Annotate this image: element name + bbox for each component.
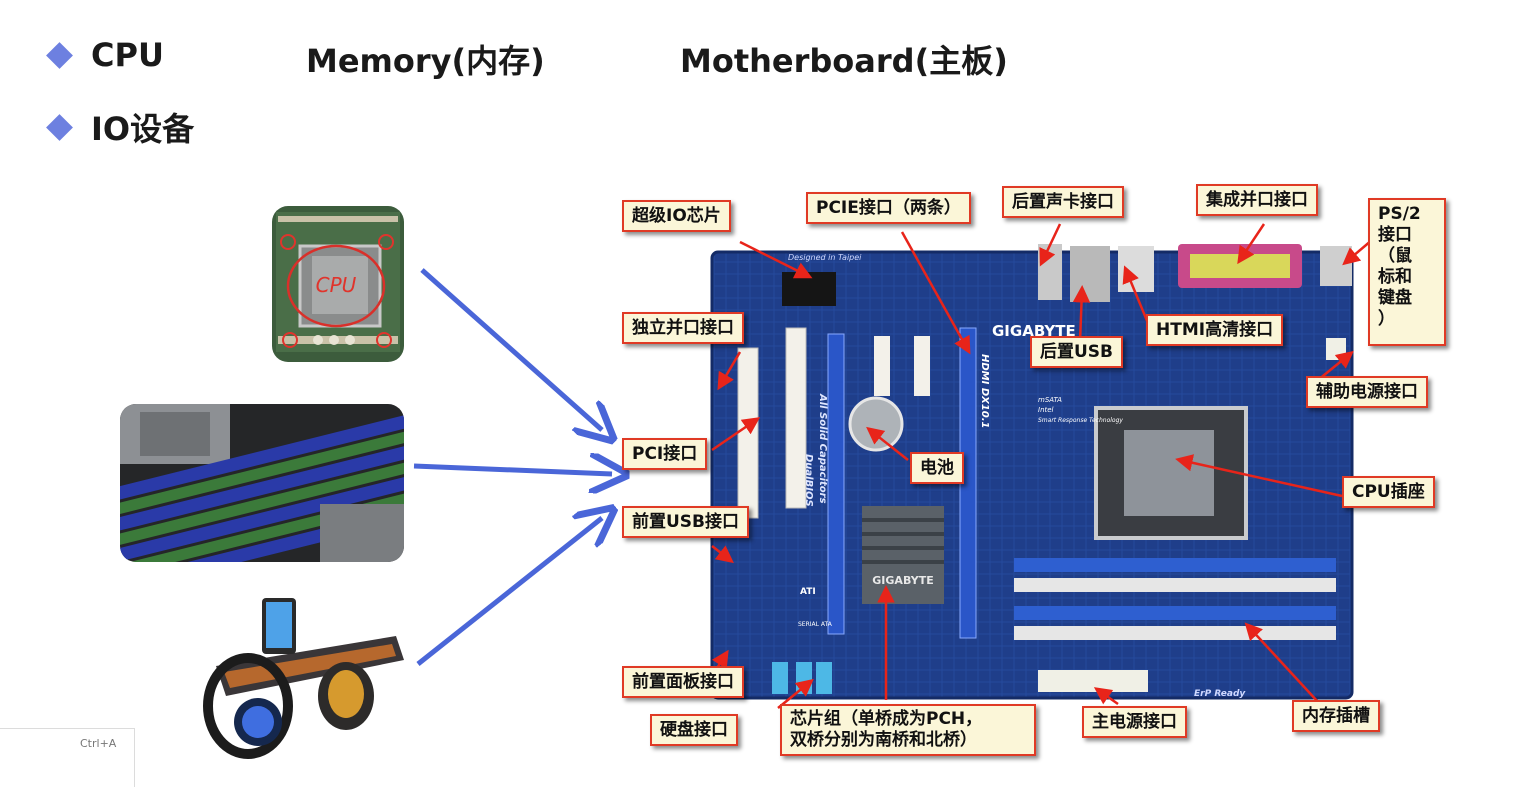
callout-rear-audio: 后置声卡接口 <box>1002 186 1124 218</box>
heading-motherboard: Motherboard(主板) <box>680 42 1008 80</box>
bullet-row-1: CPU <box>46 36 164 74</box>
heading-cpu: CPU <box>91 36 164 74</box>
board-solid-caps-text: All Solid Capacitors <box>817 393 828 504</box>
callout-standalone-parallel: 独立并口接口 <box>622 312 744 344</box>
shortcut-hint-box: Ctrl+A <box>0 728 135 787</box>
callout-rear-usb: 后置USB <box>1030 336 1124 368</box>
arrow-cpu-to-board <box>420 268 602 430</box>
cpu-handwritten-label: CPU <box>316 273 357 297</box>
board-designed-text: Designed in Taipei <box>788 253 862 262</box>
board-srt-text: Smart Response Technology <box>1038 417 1123 424</box>
callout-front-panel: 前置面板接口 <box>622 666 744 698</box>
callout-aux-power: 辅助电源接口 <box>1306 376 1428 408</box>
heading-io-devices: IO设备 <box>91 110 195 148</box>
arrow-io-to-board <box>416 518 602 666</box>
board-intel-text: Intel <box>1038 406 1054 414</box>
callout-main-power: 主电源接口 <box>1082 706 1187 738</box>
callout-battery: 电池 <box>910 452 964 484</box>
callout-cpu-socket: CPU插座 <box>1342 476 1435 508</box>
cpu-photo: CPU <box>272 206 404 362</box>
callout-pcie: PCIE接口（两条） <box>806 192 971 224</box>
callout-memory-slot: 内存插槽 <box>1292 700 1380 732</box>
board-msata-text: mSATA <box>1038 396 1062 404</box>
board-ati-text: ATI <box>800 587 816 597</box>
board-sata-text: SERIAL ATA <box>798 621 833 628</box>
memory-photo <box>120 404 404 562</box>
callout-front-usb: 前置USB接口 <box>622 506 750 538</box>
chipset-brand-text: GIGABYTE <box>872 574 933 587</box>
board-brand-text: GIGABYTE <box>992 322 1076 340</box>
shortcut-hint-text: Ctrl+A <box>80 737 117 750</box>
motherboard-photo: GIGABYTE Designed in Taipei GIGABYTE All… <box>708 244 1360 704</box>
diamond-bullet-icon <box>46 113 73 141</box>
callout-disk: 硬盘接口 <box>650 714 738 746</box>
callout-chipset: 芯片组（单桥成为PCH， 双桥分别为南桥和北桥） <box>780 704 1036 756</box>
board-dual-bios-text: DualBIOS <box>803 454 814 507</box>
callout-ps2: PS/2 接口 （鼠 标和 键盘 ） <box>1368 198 1446 346</box>
board-erp-text: ErP Ready <box>1194 689 1246 699</box>
heading-memory: Memory(内存) <box>306 42 545 80</box>
callout-parallel: 集成并口接口 <box>1196 184 1318 216</box>
bullet-row-2: IO设备 <box>46 104 195 150</box>
arrow-memory-to-board <box>413 466 612 474</box>
diamond-bullet-icon <box>46 41 73 69</box>
callout-pci: PCI接口 <box>622 438 708 470</box>
board-model-text: HDMI DX10.1 <box>979 354 990 429</box>
callout-hdmi: HTMI高清接口 <box>1146 314 1284 346</box>
io-devices-photo <box>196 596 404 762</box>
callout-super-io: 超级IO芯片 <box>622 200 731 232</box>
